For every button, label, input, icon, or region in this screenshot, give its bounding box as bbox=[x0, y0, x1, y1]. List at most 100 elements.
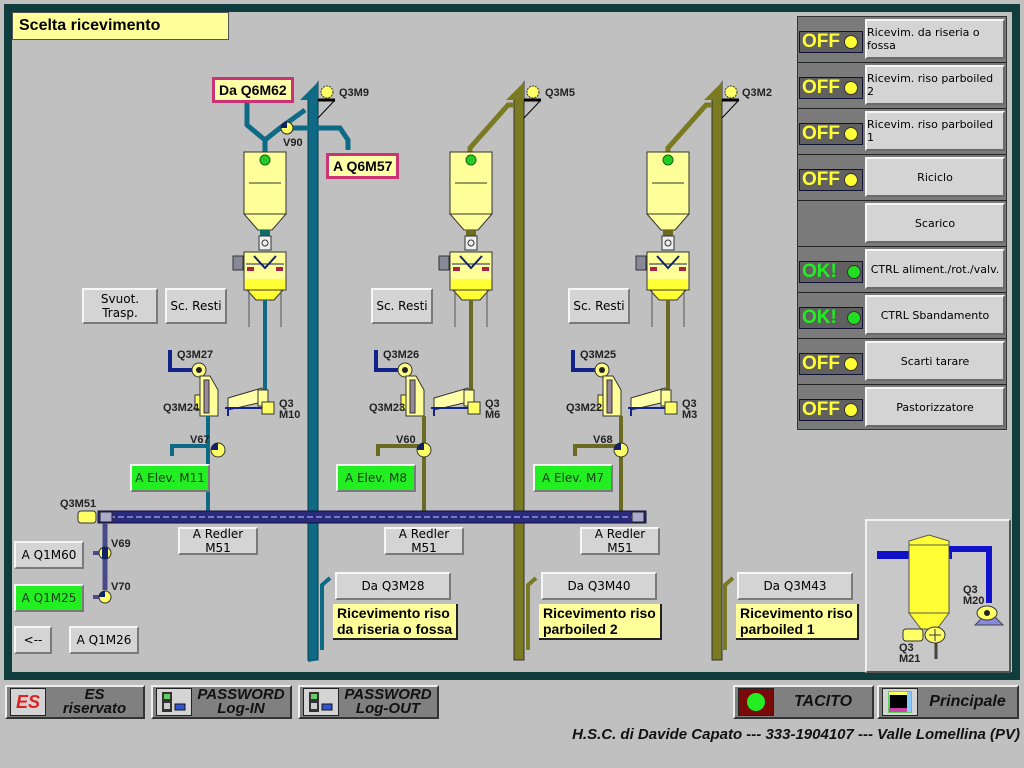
panel-row-4: Scarico bbox=[798, 201, 1006, 247]
label-q3m6-a: Q3 bbox=[485, 398, 500, 410]
label-q3m3-a: Q3 bbox=[682, 398, 697, 410]
intake-arrow-3 bbox=[723, 576, 735, 650]
logout-label-1: PASSWORD bbox=[344, 686, 432, 703]
elev-m7-button[interactable]: A Elev. M7 bbox=[533, 464, 613, 492]
tag-from-q6m62[interactable]: Da Q6M62 bbox=[212, 77, 294, 103]
da-q3m40-button[interactable]: Da Q3M40 bbox=[541, 572, 657, 600]
elev-m8-button[interactable]: A Elev. M8 bbox=[336, 464, 416, 492]
silo-3 bbox=[635, 151, 691, 327]
panel-button-ctrl-aliment[interactable]: CTRL aliment./rot./valv. bbox=[865, 249, 1005, 289]
tacito-button[interactable]: TACITO bbox=[733, 685, 874, 719]
line-label-2-b: parboiled 2 bbox=[543, 621, 618, 637]
line-label-3-a: Ricevimento riso bbox=[740, 605, 853, 621]
panel-button-scarti-tarare[interactable]: Scarti tarare bbox=[865, 341, 1005, 381]
status-lamp-icon-0 bbox=[844, 35, 858, 49]
keypad-icon-logout bbox=[303, 688, 339, 716]
q1m26-button[interactable]: A Q1M26 bbox=[69, 626, 139, 654]
es-label-2: riservato bbox=[62, 700, 127, 717]
status-indicator-2: OFF bbox=[799, 123, 863, 145]
label-q3m10-b: M10 bbox=[279, 409, 301, 421]
q1m25-button[interactable]: A Q1M25 bbox=[14, 584, 84, 612]
redler-m51-button-1[interactable]: A Redler M51 bbox=[178, 527, 258, 555]
status-indicator-3: OFF bbox=[799, 169, 863, 191]
principale-button[interactable]: Principale bbox=[877, 685, 1019, 719]
tag-to-q6m57[interactable]: A Q6M57 bbox=[326, 153, 400, 179]
login-label-2: Log-IN bbox=[217, 700, 265, 717]
panel-button-parboiled-2[interactable]: Ricevim. riso parboiled 2 bbox=[865, 65, 1005, 105]
tacito-label: TACITO bbox=[793, 693, 853, 710]
label-q3m3-b: M3 bbox=[682, 409, 698, 421]
logout-label-2: Log-OUT bbox=[355, 700, 421, 717]
redler-m51 bbox=[77, 510, 647, 604]
cyclone-detail-button[interactable]: Q3 M20 Q3 M21 bbox=[865, 519, 1011, 673]
redler-m51-button-2[interactable]: A Redler M51 bbox=[384, 527, 464, 555]
line-label-1-a: Ricevimento riso bbox=[337, 605, 450, 621]
gear-icon-q3m5 bbox=[526, 85, 540, 99]
status-indicator-8: OFF bbox=[799, 399, 863, 421]
sc-resti-button-2[interactable]: Sc. Resti bbox=[371, 288, 433, 324]
status-text-8: OFF bbox=[802, 399, 840, 420]
label-q3m2: Q3M2 bbox=[742, 87, 772, 99]
status-indicator-5: OK! bbox=[799, 261, 863, 283]
line-label-1-b: da riseria o fossa bbox=[337, 621, 453, 637]
pipes-q6m62 bbox=[244, 100, 351, 155]
sc-resti-button-1[interactable]: Sc. Resti bbox=[165, 288, 227, 324]
label-v90: V90 bbox=[283, 137, 303, 149]
back-button[interactable]: <-- bbox=[14, 626, 52, 654]
panel-button-ricevim-riseria[interactable]: Ricevim. da riseria o fossa bbox=[865, 19, 1005, 59]
da-q3m43-button[interactable]: Da Q3M43 bbox=[737, 572, 853, 600]
label-v67: V67 bbox=[190, 434, 210, 446]
status-text-6: OK! bbox=[802, 307, 837, 328]
label-q3m20-b: M20 bbox=[963, 595, 984, 607]
label-q3m51: Q3M51 bbox=[60, 498, 97, 510]
status-lamp-icon-5 bbox=[846, 265, 861, 279]
es-icon: ES bbox=[10, 688, 46, 716]
status-lamp-icon-2 bbox=[844, 127, 858, 141]
intake-arrow-1 bbox=[308, 576, 332, 662]
elevator-q3m2 bbox=[704, 80, 740, 661]
panel-row-3: OFF Riciclo bbox=[798, 155, 1006, 201]
keypad-icon bbox=[156, 688, 192, 716]
da-q3m28-button[interactable]: Da Q3M28 bbox=[335, 572, 451, 600]
gear-icon-q3m9 bbox=[320, 85, 334, 99]
panel-button-parboiled-1[interactable]: Ricevim. riso parboiled 1 bbox=[865, 111, 1005, 151]
silo-2 bbox=[438, 151, 494, 327]
status-lamp-icon-6 bbox=[846, 311, 861, 325]
cyclone-icon: Q3 M20 Q3 M21 bbox=[877, 534, 1005, 665]
es-icon-text: ES bbox=[15, 691, 40, 712]
login-label-1: PASSWORD bbox=[197, 686, 285, 703]
sc-resti-button-3[interactable]: Sc. Resti bbox=[568, 288, 630, 324]
status-indicator-7: OFF bbox=[799, 353, 863, 375]
credits-text: H.S.C. di Davide Capato --- 333-1904107 … bbox=[572, 726, 1020, 743]
q1m60-button[interactable]: A Q1M60 bbox=[14, 541, 84, 569]
panel-button-ctrl-sbandamento[interactable]: CTRL Sbandamento bbox=[865, 295, 1005, 335]
status-text-5: OK! bbox=[802, 261, 837, 282]
label-q3m22: Q3M22 bbox=[566, 402, 603, 414]
elev-m11-button[interactable]: A Elev. M11 bbox=[130, 464, 210, 492]
label-v60: V60 bbox=[396, 434, 416, 446]
label-q3m24: Q3M24 bbox=[163, 402, 200, 414]
panel-button-scarico[interactable]: Scarico bbox=[865, 203, 1005, 243]
svuot-trasp-button[interactable]: Svuot. Trasp. bbox=[82, 288, 158, 324]
line-label-2-a: Ricevimento riso bbox=[543, 605, 656, 621]
label-q3m27: Q3M27 bbox=[177, 349, 214, 361]
panel-row-5: OK! CTRL aliment./rot./valv. bbox=[798, 247, 1006, 293]
label-q3m25: Q3M25 bbox=[580, 349, 617, 361]
label-q3m5: Q3M5 bbox=[545, 87, 575, 99]
panel-row-0: OFF Ricevim. da riseria o fossa bbox=[798, 17, 1006, 63]
label-q3m21-b: M21 bbox=[899, 653, 920, 665]
panel-button-pastorizzatore[interactable]: Pastorizzatore bbox=[865, 387, 1005, 427]
label-v70: V70 bbox=[111, 581, 131, 593]
line-label-2: Ricevimento riso parboiled 2 bbox=[539, 604, 662, 640]
redler-m51-button-3[interactable]: A Redler M51 bbox=[580, 527, 660, 555]
status-text-1: OFF bbox=[802, 77, 840, 98]
panel-row-6: OK! CTRL Sbandamento bbox=[798, 293, 1006, 339]
panel-button-riciclo[interactable]: Riciclo bbox=[865, 157, 1005, 197]
label-q3m9: Q3M9 bbox=[339, 87, 369, 99]
mode-panel: OFF Ricevim. da riseria o fossa OFF Rice… bbox=[797, 16, 1007, 430]
